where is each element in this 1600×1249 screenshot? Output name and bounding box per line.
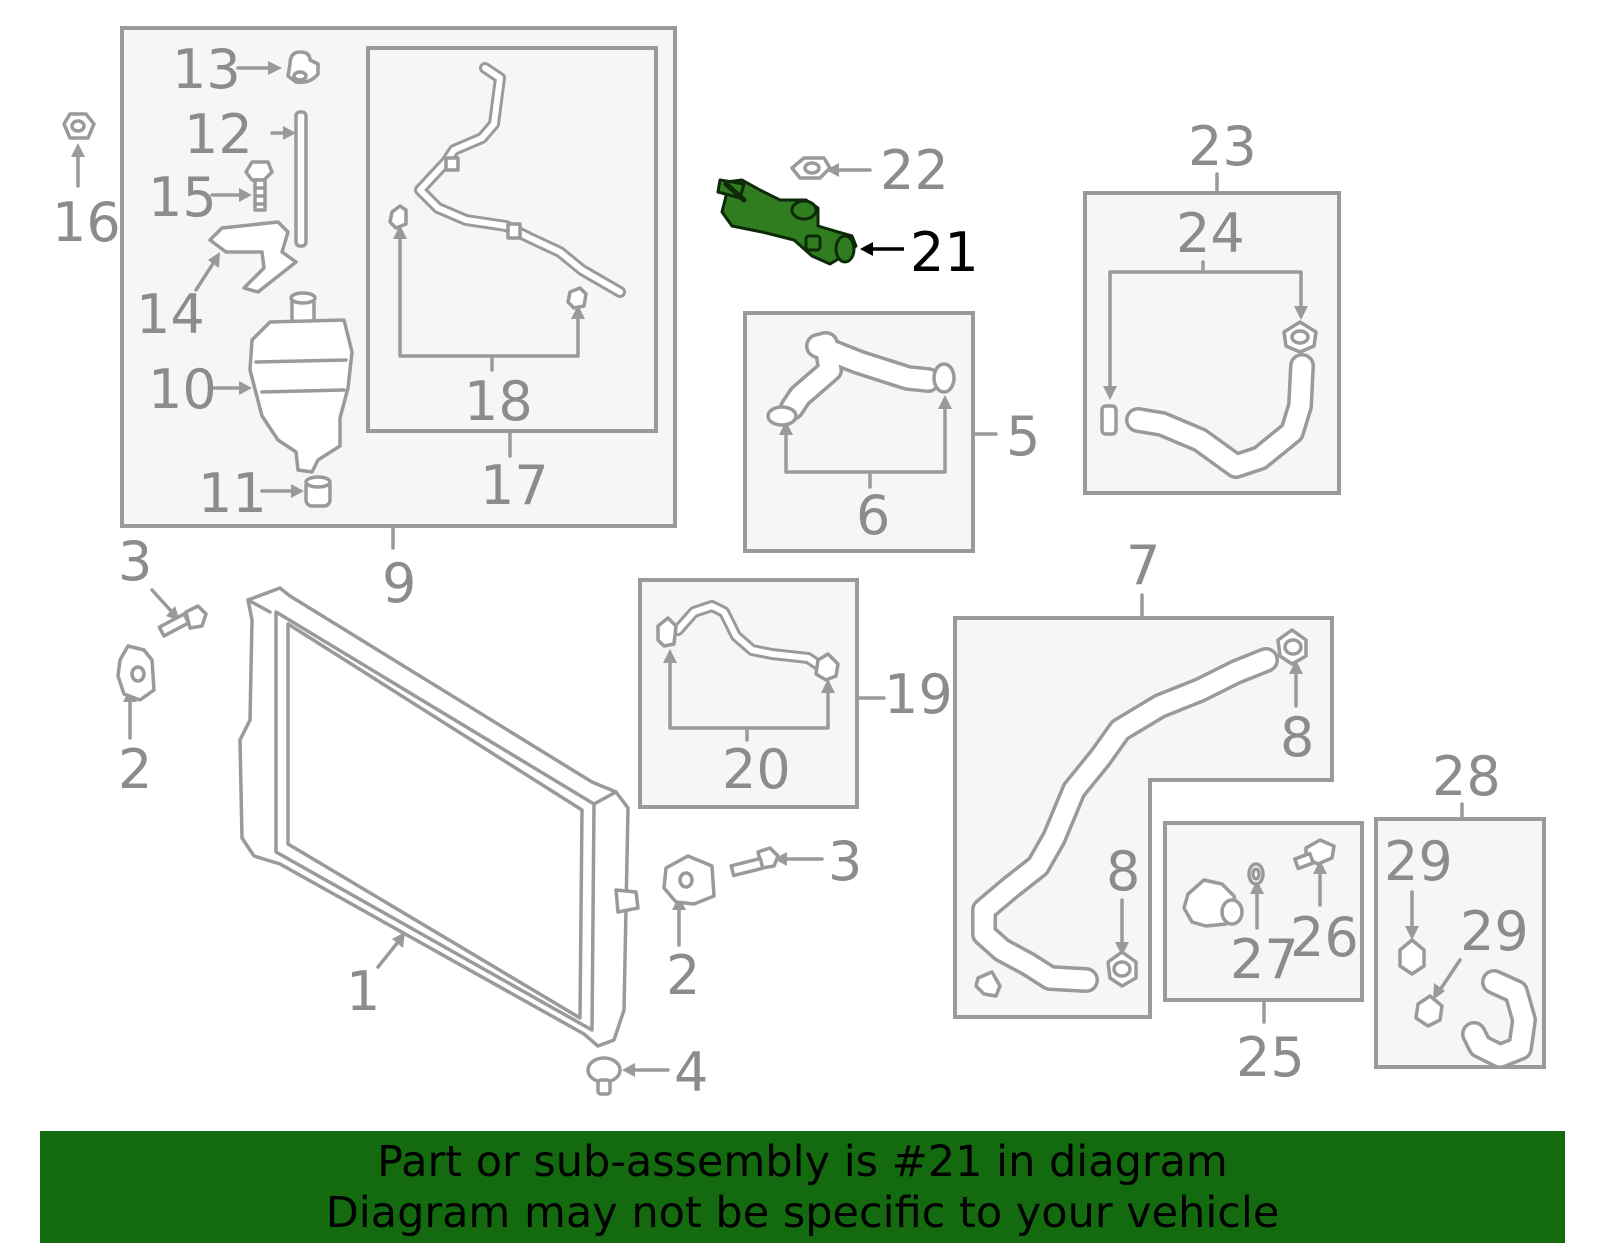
callout-8-lower: 8 [1106, 840, 1140, 903]
callout-18: 18 [464, 370, 533, 433]
callout-28: 28 [1432, 745, 1501, 808]
callout-5: 5 [1006, 405, 1040, 468]
callout-4: 4 [674, 1041, 708, 1104]
callout-9: 9 [382, 552, 416, 615]
callout-24: 24 [1176, 202, 1245, 265]
overflow-hose-17 [388, 62, 626, 310]
bolt-3-left [157, 604, 208, 638]
callout-2-left: 2 [118, 738, 152, 801]
bracket-14 [208, 220, 298, 294]
callout-20: 20 [722, 738, 791, 801]
leader-24 [1108, 260, 1303, 394]
callout-27: 27 [1230, 928, 1299, 991]
group-box-7 [953, 616, 1334, 1019]
callout-22: 22 [880, 139, 949, 202]
bolt-3-right [729, 846, 780, 878]
callout-1: 1 [346, 960, 380, 1023]
radiator-1 [238, 586, 640, 1048]
banner-line-2: Diagram may not be specific to your vehi… [325, 1188, 1280, 1238]
callout-23: 23 [1188, 115, 1257, 178]
thermostat-housing-25 [1182, 838, 1336, 928]
leader-20 [668, 654, 830, 742]
callout-29-lower: 29 [1460, 900, 1529, 963]
nut-16 [62, 112, 96, 140]
info-banner: Part or sub-assembly is #21 in diagram D… [40, 1131, 1565, 1243]
rod [294, 110, 308, 248]
reservoir-cap [286, 50, 320, 85]
callout-8-right: 8 [1280, 706, 1314, 769]
callout-14: 14 [136, 283, 205, 346]
bushing-11 [304, 475, 332, 508]
bracket-2-right [662, 854, 716, 906]
group-box-19 [638, 578, 859, 809]
highlighted-part-21 [716, 178, 858, 266]
gasket-22 [790, 156, 832, 180]
callout-29-upper: 29 [1384, 830, 1453, 893]
callout-11: 11 [198, 462, 267, 525]
bracket-2-left-hole [130, 665, 146, 683]
callout-25: 25 [1236, 1026, 1305, 1089]
coolant-reservoir [248, 291, 354, 474]
hose-23 [1100, 320, 1318, 479]
callout-3-left: 3 [118, 530, 152, 593]
callout-26: 26 [1290, 906, 1359, 969]
callout-16: 16 [52, 191, 121, 254]
arrow-21 [860, 242, 904, 256]
callout-2-right: 2 [666, 944, 700, 1007]
leader-6 [784, 400, 947, 489]
callout-19: 19 [884, 663, 953, 726]
callout-13: 13 [172, 38, 241, 101]
callout-6: 6 [856, 484, 890, 547]
callout-3-right: 3 [828, 830, 862, 893]
callout-21: 21 [910, 221, 979, 284]
bypass-hose-28 [1398, 938, 1537, 1069]
leader-18 [398, 230, 580, 372]
mount-4 [586, 1056, 622, 1096]
callout-12: 12 [184, 103, 253, 166]
callout-10: 10 [148, 358, 217, 421]
banner-line-1: Part or sub-assembly is #21 in diagram [377, 1137, 1228, 1187]
hose-7 [971, 628, 1308, 998]
hose-5 [766, 331, 956, 427]
callout-15: 15 [148, 166, 217, 229]
callout-7: 7 [1126, 534, 1160, 597]
bolt-15 [244, 160, 274, 212]
hose-19 [656, 600, 840, 682]
callout-17: 17 [480, 454, 549, 517]
